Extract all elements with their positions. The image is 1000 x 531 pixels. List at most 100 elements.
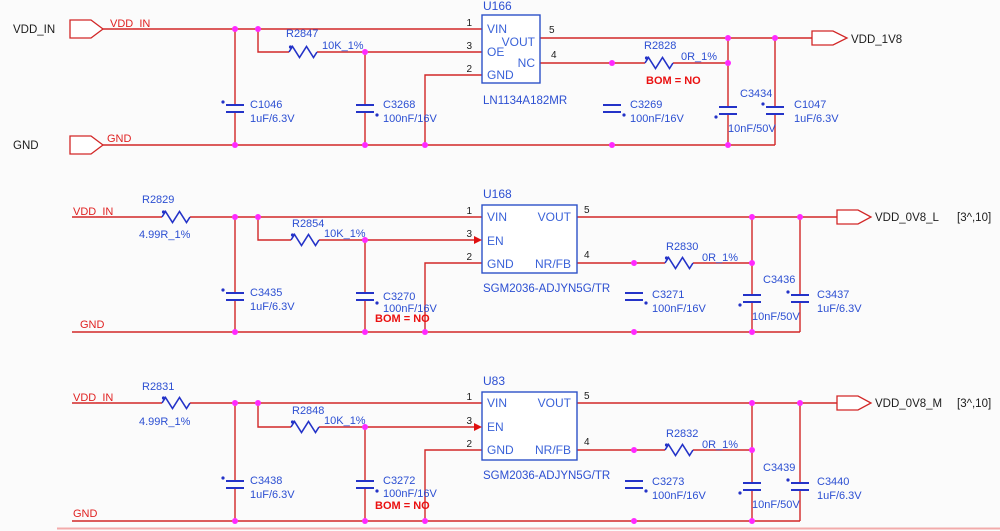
net-label: GND: [107, 133, 132, 145]
pin-name: VOUT: [538, 210, 572, 224]
component-value: 4.99R_1%: [139, 416, 191, 428]
ic-part-number: SGM2036-ADJYN5G/TR: [483, 470, 610, 482]
pin-number: 2: [466, 252, 472, 263]
net-label: GND: [73, 508, 98, 520]
resistor-symbol[interactable]: [161, 209, 191, 224]
component-value: 1uF/6.3V: [250, 301, 295, 313]
bom-note: BOM = NO: [375, 500, 430, 512]
component-value: 1uF/6.3V: [794, 113, 839, 125]
component-ref: C1047: [794, 99, 826, 111]
pin-number: 5: [584, 391, 590, 402]
ic-box[interactable]: [481, 391, 578, 461]
pin-number: 1: [466, 206, 472, 217]
capacitor-symbol[interactable]: [624, 480, 644, 489]
pin-name: VIN: [487, 396, 507, 410]
pin-name: VOUT: [502, 35, 536, 49]
resistor-symbol[interactable]: [290, 419, 320, 434]
cap-polarity-dot: [375, 301, 379, 305]
resistor-symbol[interactable]: [644, 55, 674, 70]
pin-number: 3: [466, 41, 472, 52]
bom-note: BOM = NO: [375, 313, 430, 325]
component-ref: C3434: [740, 88, 772, 100]
component-ref: R2828: [644, 40, 676, 52]
cap-polarity-dot: [221, 476, 225, 480]
ground-port-symbol[interactable]: [69, 135, 105, 155]
component-value: 10nF/50V: [752, 499, 800, 511]
component-value: 0R_1%: [681, 51, 717, 63]
pin-number: 5: [584, 205, 590, 216]
pin-number: 4: [584, 437, 590, 448]
component-value: 100nF/16V: [630, 113, 684, 125]
capacitor-symbol[interactable]: [742, 294, 762, 303]
pin-number: 2: [466, 439, 472, 450]
component-ref: C3273: [652, 476, 684, 488]
resistor-symbol[interactable]: [288, 44, 318, 59]
cap-polarity-dot: [738, 303, 742, 307]
page-ref: [3^,10]: [957, 398, 991, 410]
component-value: 1uF/6.3V: [250, 113, 295, 125]
wire-net: [72, 402, 837, 522]
resistor-symbol[interactable]: [290, 232, 320, 247]
capacitor-symbol[interactable]: [765, 106, 785, 115]
component-value: 100nF/16V: [652, 303, 706, 315]
component-ref: C3440: [817, 476, 849, 488]
component-value: 4.99R_1%: [139, 229, 191, 241]
capacitor-symbol[interactable]: [602, 104, 622, 113]
pin-number: 1: [466, 392, 472, 403]
component-ref: C3435: [250, 287, 282, 299]
capacitor-symbol[interactable]: [355, 292, 375, 301]
resistor-symbol[interactable]: [161, 395, 191, 410]
page-ref: [3^,10]: [957, 212, 991, 224]
capacitor-symbol[interactable]: [790, 482, 810, 491]
capacitor-symbol[interactable]: [742, 482, 762, 491]
component-value: 100nF/16V: [652, 490, 706, 502]
port-label: VDD_0V8_L: [875, 212, 940, 224]
cap-polarity-dot: [738, 491, 742, 495]
component-ref: R2848: [292, 405, 324, 417]
component-ref: R2830: [666, 241, 698, 253]
cap-polarity-dot: [761, 102, 765, 106]
component-ref: R2829: [142, 194, 174, 206]
pin-name: NR/FB: [535, 257, 571, 271]
ic-part-number: LN1134A182MR: [483, 95, 567, 107]
capacitor-symbol[interactable]: [225, 292, 245, 301]
cap-polarity-dot: [622, 113, 626, 117]
pin-number: 3: [466, 416, 472, 427]
junction-dots: [232, 26, 778, 148]
capacitor-symbol[interactable]: [718, 106, 738, 115]
capacitor-symbol[interactable]: [790, 294, 810, 303]
net-label: VDD_IN: [73, 392, 113, 404]
component-ref: C1046: [250, 99, 282, 111]
component-value: 10K_1%: [324, 228, 366, 240]
cap-polarity-dot: [714, 115, 718, 119]
ic-box[interactable]: [481, 204, 578, 274]
ic-box[interactable]: [481, 14, 541, 84]
pin-number: 4: [551, 50, 557, 61]
capacitor-symbol[interactable]: [355, 480, 375, 489]
output-port-symbol[interactable]: [836, 395, 873, 411]
component-ref: C3270: [383, 291, 415, 303]
output-port-symbol[interactable]: [836, 209, 873, 225]
component-value: 1uF/6.3V: [817, 303, 862, 315]
capacitor-symbol[interactable]: [225, 104, 245, 113]
component-value: 10K_1%: [324, 415, 366, 427]
bom-note: BOM = NO: [646, 75, 701, 87]
resistor-symbol[interactable]: [664, 442, 694, 457]
component-value: 1uF/6.3V: [817, 490, 862, 502]
net-label: VDD_IN: [110, 18, 150, 30]
regulator-section-vdd-0v8-l: VDD_IN GND R2829 4.99R_1% R2854 10K_1% R…: [72, 187, 991, 335]
capacitor-symbol[interactable]: [355, 104, 375, 113]
component-ref: R2847: [286, 28, 318, 40]
resistor-symbol[interactable]: [664, 255, 694, 270]
pin-name: EN: [487, 420, 504, 434]
pin-number: 3: [466, 229, 472, 240]
input-port-symbol[interactable]: [69, 19, 105, 39]
capacitor-symbol[interactable]: [225, 480, 245, 489]
output-port-symbol[interactable]: [811, 30, 849, 46]
component-value: 0R_1%: [702, 252, 738, 264]
ic-part-number: SGM2036-ADJYN5G/TR: [483, 283, 610, 295]
component-ref: C3437: [817, 289, 849, 301]
capacitor-symbol[interactable]: [624, 292, 644, 301]
component-value: 10nF/50V: [752, 311, 800, 323]
